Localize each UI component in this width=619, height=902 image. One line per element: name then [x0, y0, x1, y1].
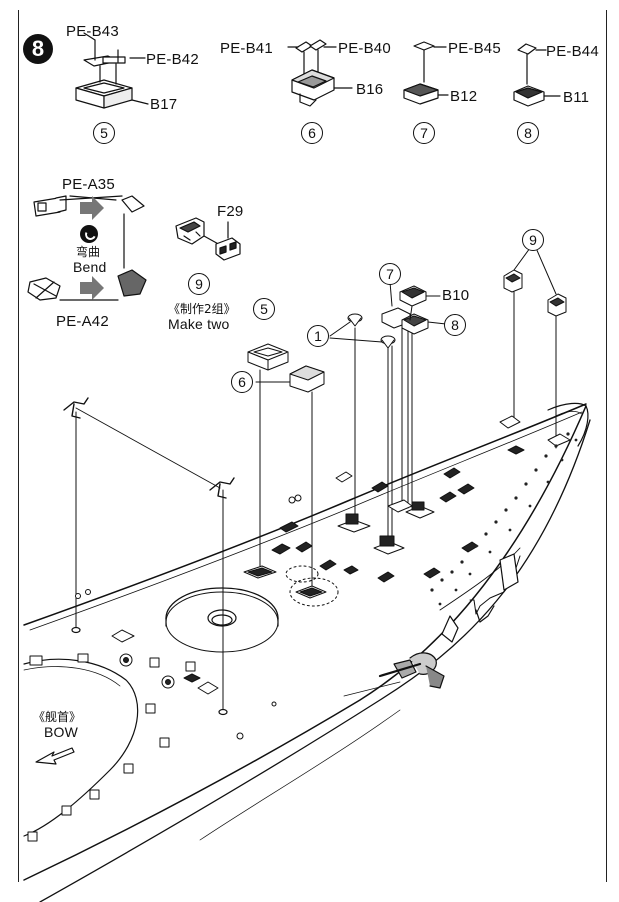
subassembly-9-number: 9 — [188, 273, 210, 295]
label-f29: F29 — [217, 203, 244, 220]
subassembly-7-number: 7 — [413, 122, 435, 144]
rigging-drawing — [63, 397, 235, 716]
bow-label-cn: 《舰首》 — [33, 710, 82, 724]
callout-8: 8 — [444, 314, 466, 336]
callout-9: 9 — [522, 229, 544, 251]
label-b12: B12 — [450, 88, 478, 105]
subassembly-7-drawing — [403, 41, 449, 105]
label-pe-b41: PE-B41 — [220, 40, 273, 57]
bend-icon — [80, 225, 98, 243]
label-b16: B16 — [356, 81, 384, 98]
callout-6: 6 — [231, 371, 253, 393]
bow-label-en: BOW — [44, 724, 79, 740]
hull-drawing — [23, 402, 591, 902]
label-pe-a35: PE-A35 — [62, 176, 115, 193]
subassembly-8-drawing — [513, 43, 561, 107]
step-number-badge: 8 — [23, 34, 53, 64]
bend-label-en: Bend — [73, 259, 107, 275]
subassembly-6-drawing — [287, 39, 353, 107]
bow-arrow — [35, 747, 75, 765]
subassembly-8-number: 8 — [517, 122, 539, 144]
pe-bend-drawing — [27, 195, 147, 301]
installation-lines — [247, 247, 567, 587]
label-pe-b42: PE-B42 — [146, 51, 199, 68]
label-pe-b45: PE-B45 — [448, 40, 501, 57]
portholes — [430, 432, 578, 606]
callout-1: 1 — [307, 325, 329, 347]
deck-fittings — [27, 415, 571, 842]
label-pe-b44: PE-B44 — [546, 43, 599, 60]
callout-5: 5 — [253, 298, 275, 320]
label-pe-b40: PE-B40 — [338, 40, 391, 57]
make-two-en: Make two — [168, 316, 230, 332]
page-frame — [18, 10, 607, 882]
make-two-cn: 《制作2组》 — [168, 302, 236, 316]
subassembly-6-number: 6 — [301, 122, 323, 144]
subassembly-5-drawing — [75, 32, 149, 109]
label-pe-b43: PE-B43 — [66, 23, 119, 40]
label-b17: B17 — [150, 96, 178, 113]
bend-arrows — [80, 196, 104, 300]
f29-drawing — [175, 217, 241, 261]
bend-label-cn: 弯曲 — [76, 245, 101, 259]
label-pe-a42: PE-A42 — [56, 313, 109, 330]
label-b10: B10 — [442, 287, 470, 304]
subassembly-5-number: 5 — [93, 122, 115, 144]
callout-7: 7 — [379, 263, 401, 285]
label-b11: B11 — [563, 89, 590, 106]
